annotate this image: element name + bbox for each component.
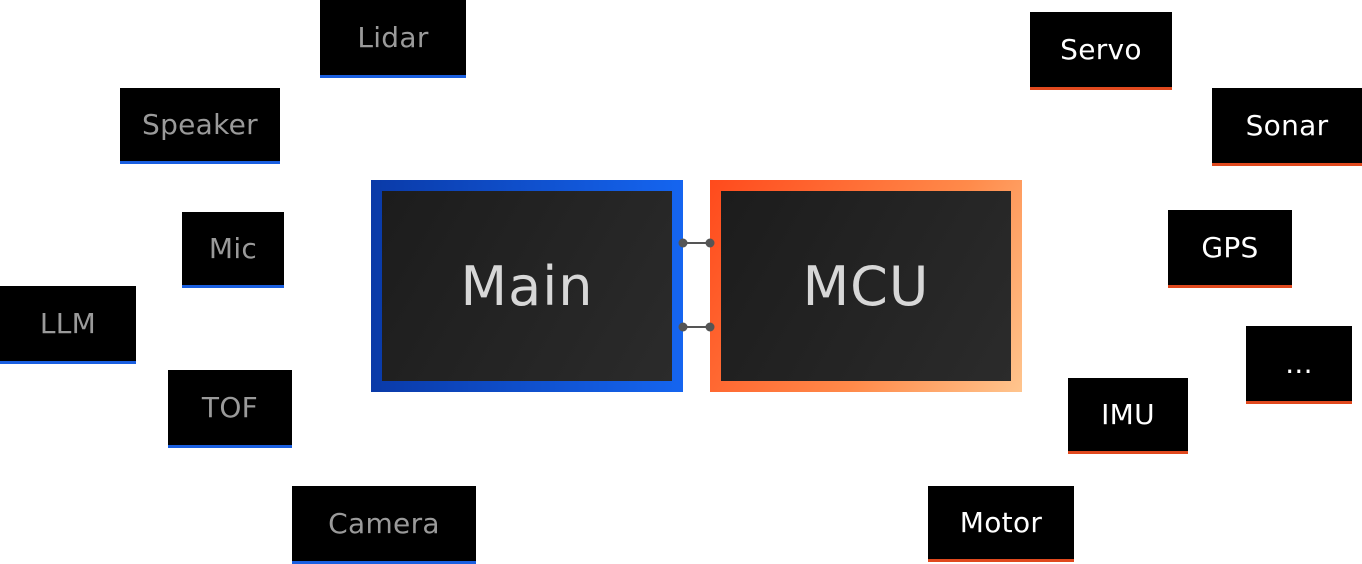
speaker-tile: Speaker: [120, 88, 280, 164]
gps-tile: GPS: [1168, 210, 1292, 288]
sonar-tile: Sonar: [1212, 88, 1362, 166]
connector-bottom-right-dot: [705, 322, 715, 332]
motor-label: Motor: [959, 506, 1043, 539]
camera-tile: Camera: [292, 486, 476, 564]
camera-label: Camera: [328, 507, 440, 540]
speaker-label: Speaker: [142, 108, 258, 141]
lidar-label: Lidar: [357, 21, 429, 54]
mic-tile: Mic: [182, 212, 284, 288]
mcu-board: MCU: [710, 180, 1022, 392]
connector-top: [678, 238, 715, 248]
connector-top-right-dot: [705, 238, 715, 248]
gps-label: GPS: [1201, 231, 1259, 264]
more-tile: ...: [1246, 326, 1352, 404]
mcu-label: MCU: [802, 254, 930, 318]
llm-label: LLM: [39, 307, 97, 340]
main-board: Main: [371, 180, 683, 392]
sonar-label: Sonar: [1245, 109, 1329, 142]
connector-bottom: [678, 322, 715, 332]
tof-tile: TOF: [168, 370, 292, 448]
mcu-board-body: MCU: [721, 191, 1011, 381]
servo-label: Servo: [1060, 33, 1142, 66]
servo-tile: Servo: [1030, 12, 1172, 90]
imu-label: IMU: [1101, 398, 1155, 431]
connector-top-left-dot: [678, 238, 688, 248]
llm-tile: LLM: [0, 286, 136, 364]
main-label: Main: [460, 254, 594, 318]
connector-bottom-left-dot: [678, 322, 688, 332]
main-board-body: Main: [382, 191, 672, 381]
imu-tile: IMU: [1068, 378, 1188, 454]
tof-label: TOF: [201, 391, 259, 424]
more-label: ...: [1285, 347, 1313, 380]
mic-label: Mic: [208, 232, 258, 265]
lidar-tile: Lidar: [320, 0, 466, 78]
motor-tile: Motor: [928, 486, 1074, 562]
